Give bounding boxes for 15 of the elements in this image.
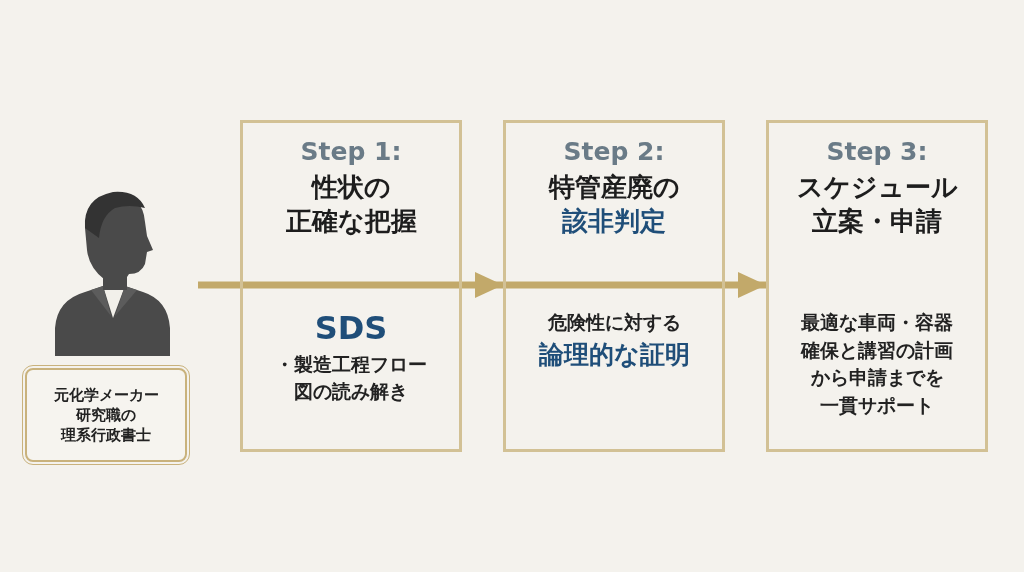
step-heading: 性状の正確な把握 — [285, 171, 417, 238]
keyword-text: SDS — [314, 309, 388, 348]
step-card — [503, 120, 725, 452]
step-heading: 特管産廃の該非判定 — [548, 171, 680, 238]
step-label: Step 2: — [563, 137, 665, 167]
step-card — [766, 120, 988, 452]
step-label: Step 3: — [826, 137, 928, 167]
profile-text: 元化学メーカー研究職の理系行政書士 — [53, 384, 159, 446]
step-description: ・製造工程フロー図の読み解き — [275, 352, 427, 404]
step-card — [240, 120, 462, 452]
step-description: 最適な車両・容器確保と講習の計画から申請までを一貫サポート — [801, 310, 953, 418]
step-heading: スケジュール立案・申請 — [796, 171, 958, 238]
step-description: 危険性に対する論理的な証明 — [538, 310, 690, 371]
profile-label-box — [25, 368, 187, 462]
step-label: Step 1: — [300, 137, 402, 167]
